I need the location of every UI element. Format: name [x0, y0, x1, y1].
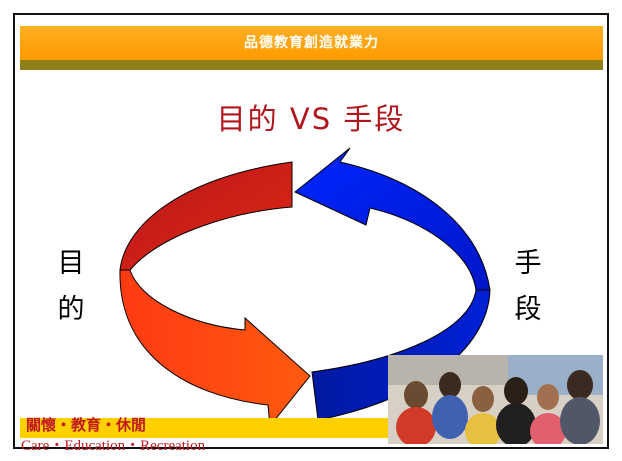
header-divider [20, 60, 603, 70]
footer-tagline-english: Care・Education・Recreation [21, 438, 206, 454]
header-band [20, 26, 603, 60]
header-title: 品德教育創造就業力 [244, 35, 379, 51]
footer-tagline-chinese: 關懷・教育・休閒 [26, 416, 147, 434]
blue-arrow-upper-band [294, 147, 491, 291]
right-label-means: 手段 [514, 248, 542, 325]
slide-title: 目的 VS 手段 [216, 102, 406, 136]
left-label-purpose: 目的 [57, 248, 85, 325]
red-arrow-upper-band [119, 161, 293, 271]
red-arrow-lower-band [119, 269, 311, 428]
group-photo-image [388, 355, 603, 444]
footer-band [20, 418, 390, 438]
